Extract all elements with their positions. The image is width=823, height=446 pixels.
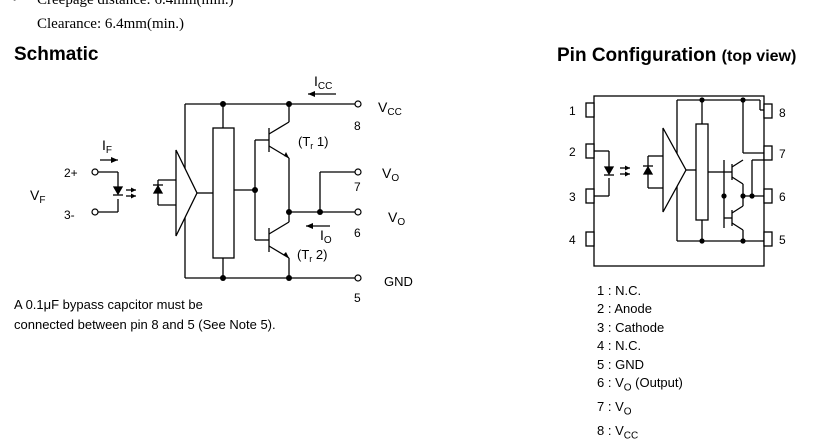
pin-number-1: 1: [569, 104, 576, 118]
pin-legend-item: 2 : Anode: [597, 301, 652, 317]
pin-number-3: 3: [569, 190, 576, 204]
pin-legend-item: 1 : N.C.: [597, 283, 642, 298]
pin7-label: 7: [354, 180, 361, 194]
vo-label-pin7: VO: [382, 165, 399, 184]
pin-config-heading: Pin Configuration (top view): [557, 45, 796, 67]
clearance-distance: Clearance: 6.4mm(min.): [37, 16, 185, 32]
pin-number-2: 2: [569, 145, 576, 159]
pin-number-8: 8: [779, 106, 786, 120]
pin-config-title: Pin Configuration: [557, 45, 717, 66]
pin5-label: 5: [354, 291, 361, 305]
bypass-note-line2: connected between pin 8 and 5 (See Note …: [14, 317, 276, 332]
vo-label-pin6: VO: [388, 209, 405, 228]
pin-number-6: 6: [779, 190, 786, 204]
pin-legend-item: 7 : VO: [597, 399, 632, 418]
pin-legend-item: 3 : Cathode: [597, 319, 665, 335]
creepage-distance: Creepage distance: 6.4mm(min.): [37, 0, 234, 8]
schematic-diagram: VCC ICC IF VF VO VO IO (Tr 1) (Tr 2) 2+ …: [30, 73, 413, 305]
pin-legend-item: 5 : GND: [597, 356, 644, 372]
pin-number-5: 5: [779, 233, 786, 247]
pin-legend-item: 4 : N.C.: [597, 338, 642, 354]
if-label: IF: [102, 137, 112, 156]
pin8-label: 8: [354, 119, 361, 133]
pin-config-diagram: 1 2 3 4 8 7 6 5: [569, 95, 786, 267]
pin-number-7: 7: [779, 147, 786, 161]
pin-legend-item: 8 : VCC: [597, 423, 639, 442]
anode-pin-label: 2+: [64, 166, 78, 180]
vf-label: VF: [30, 187, 45, 206]
pin6-label: 6: [354, 226, 361, 240]
io-label: IO: [320, 227, 332, 246]
bullet-marker: •: [12, 0, 18, 8]
pin-legend-item: 6 : VO (Output): [597, 375, 683, 394]
icc-label: ICC: [314, 73, 332, 92]
vcc-label: VCC: [378, 99, 402, 118]
bypass-note-line1: A 0.1μF bypass capcitor must be: [14, 297, 203, 312]
gnd-label: GND: [384, 274, 413, 289]
cathode-pin-label: 3-: [64, 208, 75, 222]
schematic-heading: Schmatic: [14, 44, 99, 65]
tr1-label: (Tr 1): [298, 134, 328, 151]
tr2-label: (Tr 2): [297, 247, 327, 264]
pin-legend: 1 : N.C. 2 : Anode 3 : Cathode 4 : N.C. …: [597, 282, 683, 446]
pin-number-4: 4: [569, 233, 576, 247]
pin-config-view-note: (top view): [721, 48, 797, 65]
